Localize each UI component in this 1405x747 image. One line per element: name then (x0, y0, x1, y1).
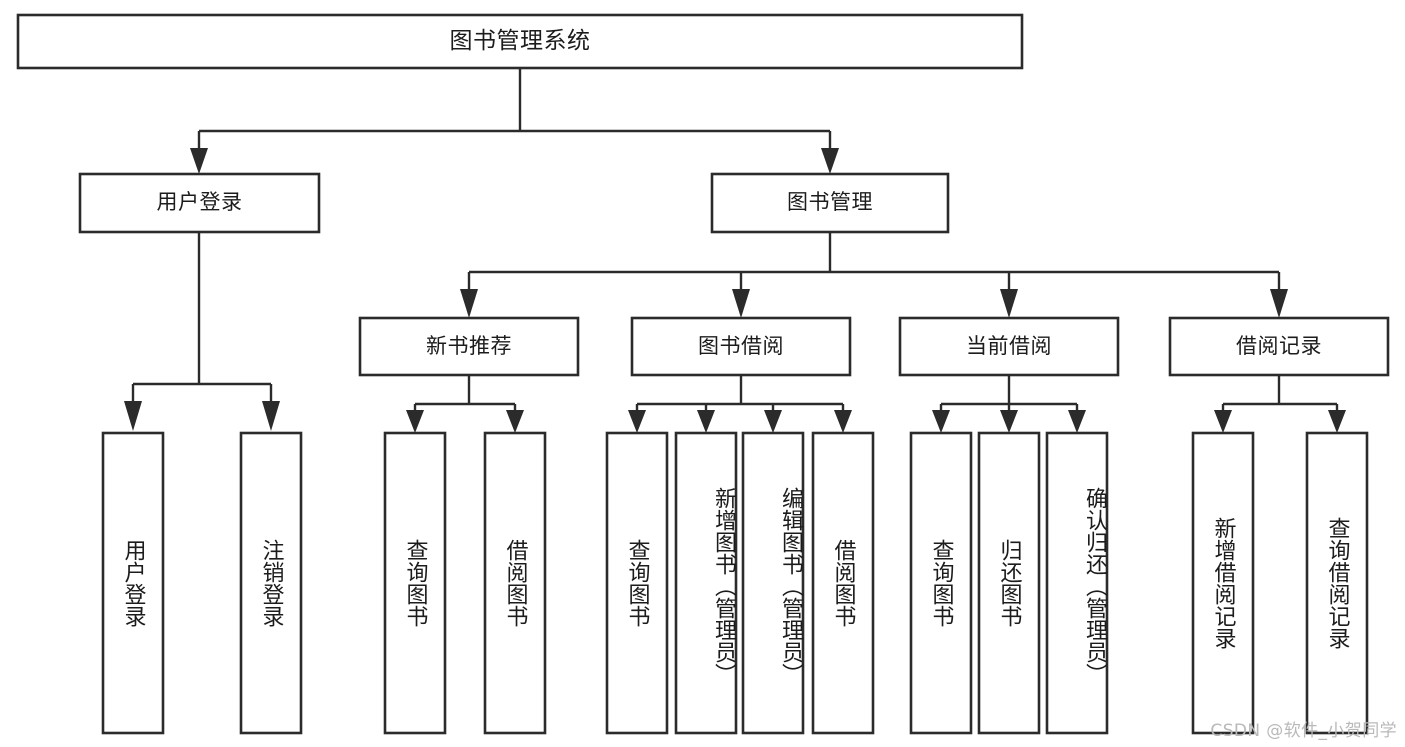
node-box-layer (16, 13, 1390, 735)
node-box-root[interactable] (16, 13, 1024, 70)
node-box-new-book-recommend[interactable] (358, 316, 580, 377)
node-box-current-borrow[interactable] (898, 316, 1120, 377)
arrow-head-leaf-query-book-1 (406, 410, 424, 433)
arrow-head-new-book-recommend (460, 289, 478, 318)
arrow-head-leaf-edit-book (764, 410, 782, 433)
arrow-head-borrow-record (1270, 289, 1288, 318)
connector-layer (124, 68, 1346, 433)
node-box-book-borrow[interactable] (630, 316, 852, 377)
node-box-leaf-logout-login[interactable] (239, 431, 303, 735)
arrow-head-leaf-user-login (124, 401, 142, 431)
arrow-head-leaf-return-book (1000, 410, 1018, 433)
node-box-book-management[interactable] (710, 172, 950, 234)
node-box-user-login[interactable] (78, 172, 321, 234)
node-box-leaf-add-book[interactable] (674, 431, 738, 735)
node-box-leaf-confirm-return[interactable] (1045, 431, 1109, 735)
arrow-head-leaf-add-book (697, 410, 715, 433)
node-box-leaf-query-book-1[interactable] (383, 431, 447, 735)
node-box-borrow-record[interactable] (1168, 316, 1390, 377)
node-box-leaf-query-book-2[interactable] (605, 431, 669, 735)
arrow-head-book-borrow (732, 289, 750, 318)
arrow-head-leaf-borrow-book-1 (506, 410, 524, 433)
arrow-head-book-management (821, 148, 839, 174)
arrow-head-leaf-logout-login (262, 401, 280, 431)
node-box-leaf-user-login[interactable] (101, 431, 165, 735)
arrow-head-user-login (190, 148, 208, 174)
node-box-leaf-borrow-book-1[interactable] (483, 431, 547, 735)
node-box-leaf-query-book-3[interactable] (909, 431, 973, 735)
arrow-head-leaf-query-book-2 (628, 410, 646, 433)
node-box-leaf-borrow-book-2[interactable] (811, 431, 875, 735)
arrow-head-leaf-add-record (1214, 410, 1232, 433)
node-box-leaf-edit-book[interactable] (741, 431, 805, 735)
node-box-leaf-return-book[interactable] (977, 431, 1041, 735)
arrow-head-leaf-query-record (1328, 410, 1346, 433)
arrow-head-leaf-confirm-return (1068, 410, 1086, 433)
node-box-leaf-add-record[interactable] (1191, 431, 1255, 735)
arrow-head-leaf-query-book-3 (932, 410, 950, 433)
node-box-leaf-query-record[interactable] (1305, 431, 1369, 735)
arrow-head-leaf-borrow-book-2 (834, 410, 852, 433)
arrow-head-current-borrow (1000, 289, 1018, 318)
watermark-text: CSDN @软件_小贺同学 (1210, 721, 1397, 741)
